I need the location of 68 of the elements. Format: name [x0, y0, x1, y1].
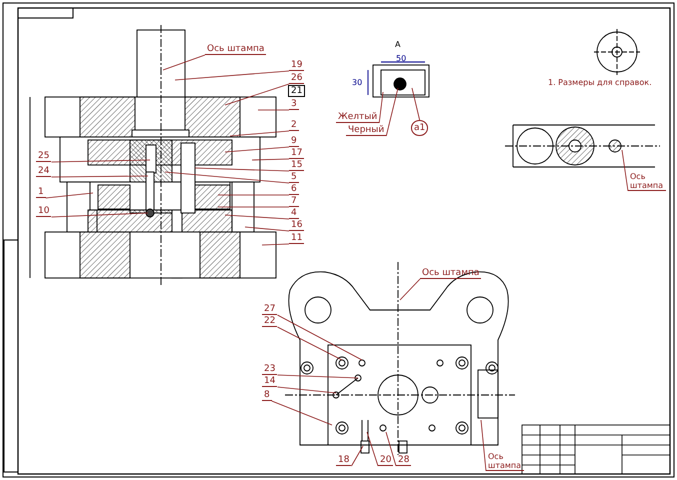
callout-number: 16: [289, 220, 304, 231]
callout-number: 19: [289, 60, 304, 71]
leader-line: [622, 150, 628, 192]
callout-circle: а1: [411, 120, 428, 136]
leader-line: [277, 386, 336, 394]
leader-line: [366, 432, 378, 466]
leader-line: [252, 158, 290, 160]
leader-line: [224, 214, 290, 220]
callout-number: 27: [262, 304, 278, 315]
leader-line: [230, 130, 290, 136]
callout-number: 1: [36, 187, 46, 198]
callout-number: 11: [289, 233, 304, 244]
leader-line: [262, 244, 290, 246]
leader-line: [51, 212, 148, 218]
callout-number: 8: [262, 390, 272, 401]
leader-line: [480, 420, 486, 472]
callout-number: 7: [289, 196, 299, 207]
callout-number: Черный: [346, 125, 386, 136]
callout-number: 5: [289, 172, 299, 183]
callout-number: 6: [289, 184, 299, 195]
leader-line: [277, 314, 362, 360]
leader-line: [218, 194, 290, 196]
view-label: А: [395, 40, 400, 49]
callout-number: 25: [36, 151, 52, 162]
leader-line: [224, 146, 290, 152]
callout-box: 21: [288, 85, 306, 97]
dimension-value: 30: [352, 78, 362, 87]
leader-line: [51, 176, 148, 178]
callout-number: 2: [289, 120, 299, 131]
callout-number: 23: [262, 364, 278, 375]
callout-number: 26: [289, 73, 304, 84]
callout-number: 4: [289, 208, 299, 219]
callout-number: 9: [289, 136, 299, 147]
leader-line: [412, 88, 420, 120]
dimension-value: 50: [396, 54, 406, 63]
callout-number: 10: [36, 206, 52, 217]
callout-number: Ось штампа: [486, 452, 524, 471]
leader-line: [164, 172, 290, 184]
leader-line: [174, 70, 290, 80]
callout-number: 3: [289, 99, 299, 110]
leader-line: [244, 226, 290, 232]
leader-line: [271, 400, 332, 426]
callout-number: Желтый: [336, 112, 380, 123]
leader-line: [194, 168, 290, 172]
leader-line: [45, 192, 94, 198]
callout-number: 18: [336, 455, 352, 466]
callout-number: 20: [378, 455, 394, 466]
leader-line: [386, 432, 396, 466]
callout-number: 15: [289, 160, 304, 171]
callout-number: 28: [396, 455, 412, 466]
leader-line: [378, 92, 384, 124]
callout-number: Ось штампа: [420, 268, 482, 279]
callout-number: 24: [36, 166, 52, 177]
note-text: 1. Размеры для справок.: [548, 78, 652, 87]
leader-line: [277, 326, 342, 360]
leader-line: [224, 84, 290, 106]
callout-number: 17: [289, 148, 304, 159]
leader-line: [386, 88, 398, 136]
callout-number: Ось штампа: [205, 44, 266, 55]
callout-number: 14: [262, 376, 278, 387]
leader-line: [277, 374, 358, 378]
leader-line: [351, 446, 364, 466]
callout-number: Ось штампа: [628, 172, 666, 191]
leader-line: [51, 160, 150, 162]
leader-line: [400, 278, 420, 300]
callout-number: 22: [262, 316, 278, 327]
leader-line: [218, 206, 290, 208]
leader-line: [162, 54, 206, 70]
